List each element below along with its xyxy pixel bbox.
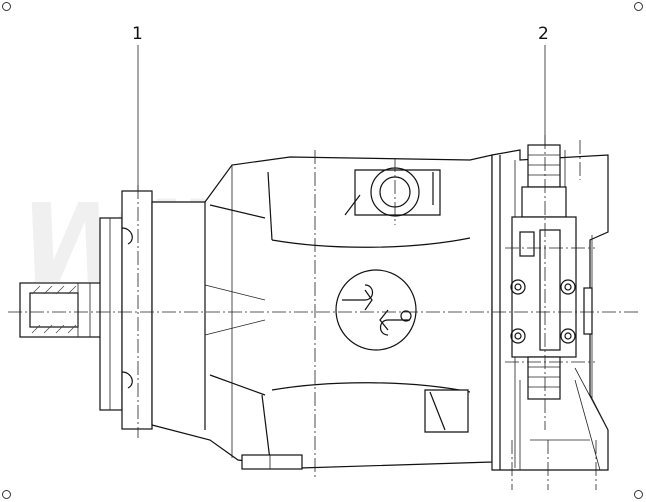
callout-2-label: 2 xyxy=(538,24,549,44)
mounting-flange xyxy=(99,190,153,430)
corner-mark-top-right xyxy=(634,2,643,11)
pressure-compensator xyxy=(510,144,593,400)
corner-mark-top-left xyxy=(2,2,11,11)
corner-mark-bottom-left xyxy=(2,490,11,499)
rotation-symbol xyxy=(335,269,417,351)
center-lines xyxy=(8,135,640,490)
callout-1-label: 1 xyxy=(132,24,143,44)
drive-shaft xyxy=(19,282,103,338)
corner-mark-bottom-right xyxy=(634,490,643,499)
